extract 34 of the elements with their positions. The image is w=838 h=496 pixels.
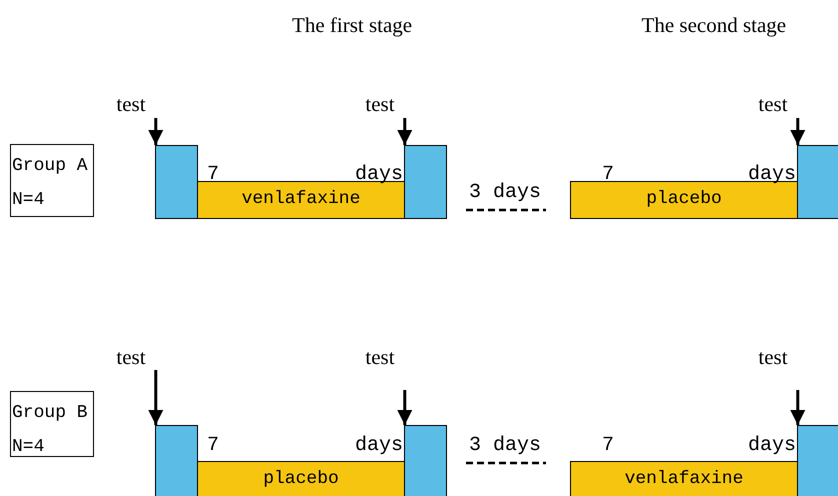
treatment-bar: placebo (570, 181, 798, 219)
arrow (790, 390, 806, 425)
arrow (790, 118, 806, 145)
stage-title: The first stage (292, 15, 412, 36)
test-label: test (743, 94, 803, 116)
treatment-bar: venlafaxine (570, 461, 798, 496)
washout-label: 3 days (469, 183, 542, 203)
arrow (148, 118, 164, 145)
treatment-bar: placebo (197, 461, 405, 496)
stage-title: The second stage (642, 15, 786, 36)
test-label: test (743, 347, 803, 369)
day-count: 7 (602, 436, 614, 456)
group-name: Group B (12, 404, 88, 422)
arrow (397, 118, 412, 145)
arrow (397, 390, 412, 425)
test-period-bar (404, 425, 447, 496)
sample-size: N=4 (12, 438, 44, 456)
treatment-bar: venlafaxine (197, 181, 405, 219)
test-period-bar (155, 425, 198, 496)
day-count: 7 (207, 436, 220, 456)
day-unit: days (748, 436, 796, 456)
arrow (148, 370, 164, 425)
group-box (10, 144, 94, 217)
day-unit: days (355, 436, 404, 456)
test-label: test (101, 94, 161, 116)
group-name: Group A (12, 157, 88, 175)
group-box (10, 391, 94, 457)
test-label: test (350, 94, 410, 116)
test-period-bar (404, 145, 447, 219)
test-period-bar (155, 145, 198, 219)
test-label: test (350, 347, 410, 369)
washout-label: 3 days (469, 436, 542, 456)
sample-size: N=4 (12, 191, 44, 209)
test-label: test (101, 347, 161, 369)
